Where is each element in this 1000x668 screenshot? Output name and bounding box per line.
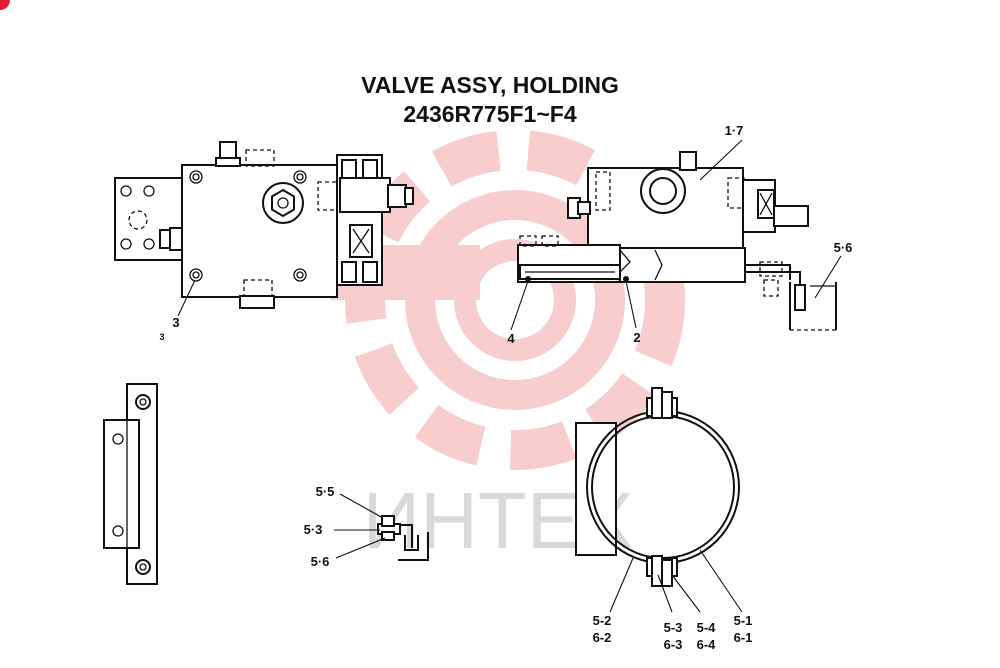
- callout-5-5: 5·5: [316, 484, 335, 499]
- callout-6-4: 6-4: [697, 637, 717, 652]
- callout-1-7: 1·7: [725, 123, 744, 138]
- valve-side-view: [517, 151, 837, 331]
- callout-6-1: 6-1: [734, 630, 753, 645]
- callout-5-2: 5-2: [593, 613, 612, 628]
- clamp-detail-small: [377, 515, 429, 561]
- callout-3-small: 3: [159, 332, 164, 342]
- callout-6-2: 6-2: [593, 630, 612, 645]
- callout-2: 2: [633, 330, 640, 345]
- mounting-bracket: [103, 383, 158, 585]
- drawing-title: VALVE ASSY, HOLDING: [361, 72, 619, 98]
- valve-front-view: [114, 141, 414, 309]
- callout-5-6-mid: 5·6: [311, 554, 330, 569]
- pipe-clamp: [575, 387, 740, 587]
- callout-5-1: 5-1: [734, 613, 753, 628]
- part-number: 2436R775F1~F4: [403, 101, 577, 127]
- callout-4: 4: [507, 331, 515, 346]
- callout-5-4: 5-4: [697, 620, 717, 635]
- callout-3: 3: [172, 315, 179, 330]
- callout-5-3b: 5-3: [664, 620, 683, 635]
- corner-badge-icon: [0, 0, 10, 10]
- callout-6-3: 6-3: [664, 637, 683, 652]
- callout-5-6-top: 5·6: [834, 240, 853, 255]
- callout-5-3: 5·3: [304, 522, 323, 537]
- leader-lines: [177, 139, 842, 613]
